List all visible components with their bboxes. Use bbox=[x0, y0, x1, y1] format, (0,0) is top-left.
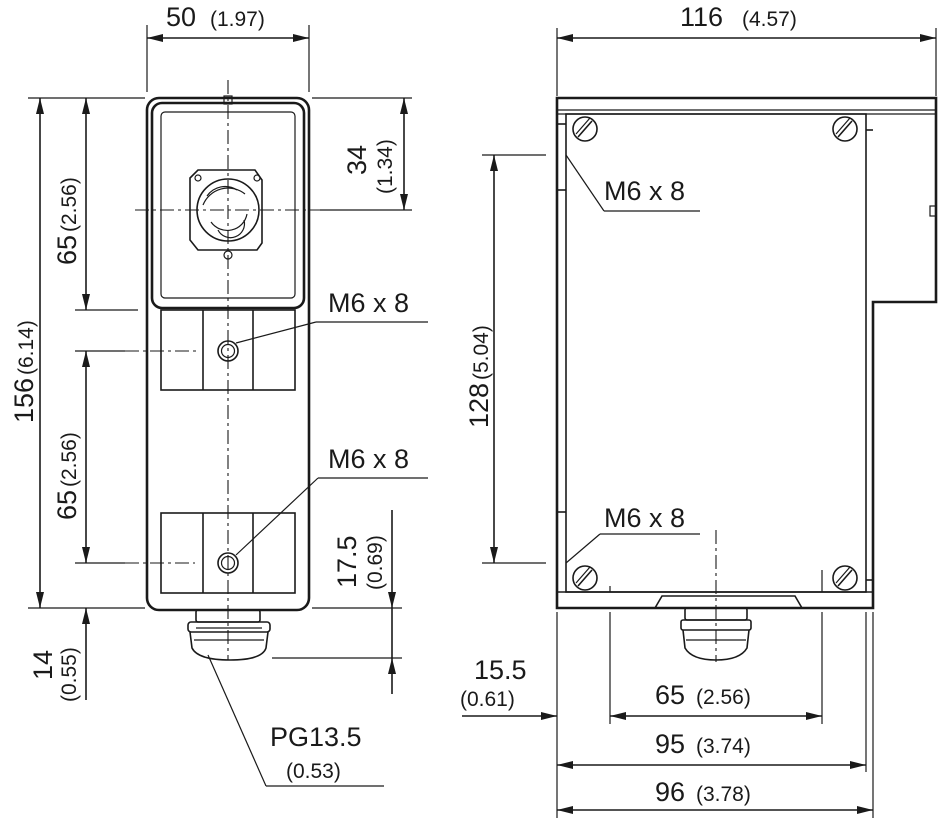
top-section-value: 65 bbox=[52, 235, 82, 265]
upper-screw-callout: M6 x 8 bbox=[604, 176, 685, 206]
dim-sensor-face: 34 (1.34) bbox=[312, 97, 412, 211]
dim-front-width: 50 (1.97) bbox=[146, 2, 310, 92]
dim-front-top-section: 65 (2.56) bbox=[52, 98, 138, 311]
side-width-value: 116 bbox=[680, 2, 723, 32]
edge-offset-inch: (0.61) bbox=[460, 688, 515, 711]
body-width-inch: (3.74) bbox=[696, 735, 751, 758]
cable-gland-inch: (0.53) bbox=[286, 760, 341, 783]
body-width-value: 95 bbox=[655, 729, 685, 759]
top-section-inch: (2.56) bbox=[58, 177, 81, 232]
dim-hole-spacing-vertical: 128 (5.04) bbox=[464, 154, 546, 564]
dim-hole-spacing-horizontal: 65 (2.56) bbox=[610, 680, 822, 720]
upper-hole-callout: M6 x 8 bbox=[328, 288, 409, 318]
top-right-screw-icon bbox=[832, 116, 858, 142]
mid-section-value: 65 bbox=[52, 490, 82, 520]
gland-value: 14 bbox=[28, 650, 58, 680]
front-height-value: 156 bbox=[9, 378, 39, 423]
bottom-right-screw-icon bbox=[832, 565, 858, 591]
side-housing-outline bbox=[555, 96, 938, 610]
lower-screw-callout: M6 x 8 bbox=[604, 503, 685, 533]
cable-gland-icon bbox=[187, 609, 271, 661]
hole-spacing-v-value: 128 bbox=[464, 383, 494, 428]
dim-edge-offset: 15.5 (0.61) bbox=[460, 655, 557, 720]
hole-spacing-h-value: 65 bbox=[655, 680, 685, 710]
callout-lower-screw: M6 x 8 bbox=[565, 503, 700, 564]
mid-section-inch: (2.56) bbox=[58, 432, 81, 487]
dim-front-height: 156 (6.14) bbox=[9, 97, 145, 609]
bottom-hole-inch: (0.69) bbox=[364, 535, 387, 590]
dim-base-width: 96 (3.78) bbox=[557, 777, 873, 814]
edge-offset-value: 15.5 bbox=[474, 655, 527, 685]
bottom-left-screw-icon bbox=[572, 565, 598, 591]
top-notch bbox=[223, 95, 233, 105]
dim-side-width: 116 (4.57) bbox=[556, 2, 937, 96]
sensor-face-value: 34 bbox=[342, 145, 372, 175]
hole-spacing-h-inch: (2.56) bbox=[696, 686, 751, 709]
callout-upper-screw: M6 x 8 bbox=[565, 154, 700, 212]
bottom-hole-value: 17.5 bbox=[332, 535, 362, 588]
callout-lower-hole: M6 x 8 bbox=[235, 444, 428, 556]
top-left-screw-icon bbox=[572, 116, 598, 142]
callout-cable-gland: PG13.5 (0.53) bbox=[207, 654, 384, 787]
gland-inch: (0.55) bbox=[58, 647, 81, 702]
base-width-value: 96 bbox=[655, 777, 685, 807]
front-width-value: 50 bbox=[166, 2, 196, 32]
hole-spacing-v-inch: (5.04) bbox=[470, 325, 493, 380]
dim-front-mid-section: 65 (2.56) bbox=[52, 350, 125, 564]
lower-hole-callout: M6 x 8 bbox=[328, 444, 409, 474]
sensor-face-inch: (1.34) bbox=[374, 139, 397, 194]
front-view: 50 (1.97) 156 (6.14) 65 (2.56) bbox=[9, 2, 428, 787]
dim-gland: 14 (0.55) bbox=[28, 608, 90, 702]
front-height-inch: (6.14) bbox=[15, 320, 38, 375]
dim-bottom-hole: 17.5 (0.69) bbox=[272, 510, 402, 694]
dim-body-width: 95 (3.74) bbox=[557, 729, 866, 769]
side-view: 116 (4.57) 128 (5.04) M6 x 8 M6 x 8 bbox=[460, 2, 938, 818]
side-width-inch: (4.57) bbox=[742, 8, 797, 31]
cable-gland-callout: PG13.5 bbox=[270, 722, 362, 752]
base-width-inch: (3.78) bbox=[696, 783, 751, 806]
callout-upper-hole: M6 x 8 bbox=[235, 288, 428, 344]
sensor-element-icon bbox=[189, 169, 263, 260]
front-width-inch: (1.97) bbox=[210, 8, 265, 31]
